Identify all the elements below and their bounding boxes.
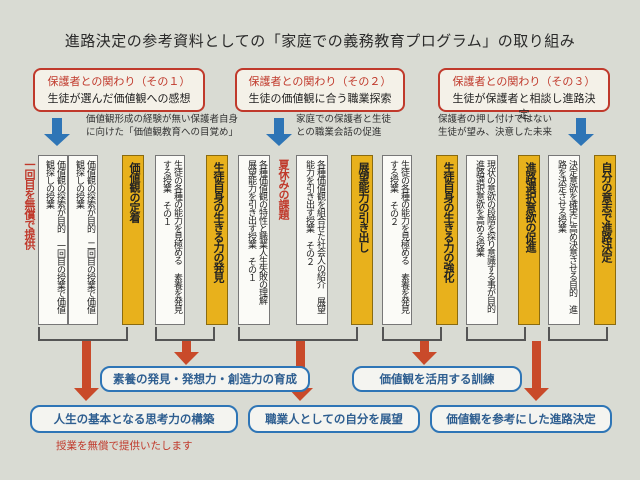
phase-2-desc-line: との職業会話の促進 — [296, 127, 382, 138]
down-arrow-icon — [568, 118, 594, 146]
result-values-training: 価値観を活用する訓練 — [352, 366, 522, 392]
phase-2-description: 家庭での保護者と生徒 との職業会話の促進 — [296, 113, 391, 139]
phase-1-subtitle: 生徒が選んだ価値観への感想 — [47, 92, 191, 105]
phase-2-subtitle: 生徒の価値観に合う職業探索 — [248, 92, 392, 105]
down-arrow-icon — [44, 118, 70, 146]
phase-1-description: 価値観形成の経験が無い保護者自身 に向けた「価値観教育への目覚め」 — [86, 113, 238, 139]
phase-2-title: 保護者との関わり（その２） — [248, 75, 392, 88]
phase-3-desc-line: 生徒が望み、決意した未来 — [438, 127, 553, 138]
phase-3-description: 保護者の押し付けではない 生徒が望み、決意した未来 — [438, 113, 552, 139]
column-goal: 自分の意志で進路決定 — [594, 155, 616, 325]
phase-2-desc-line: 家庭での保護者と生徒 — [296, 114, 392, 125]
column-lesson: 各種価値観の特性と職業人生失敗の理解 展望能力を引き出す授業 その１ — [238, 155, 270, 325]
column-lesson: 生徒の各種の能力を見極める 素養を発見する授業 その１ — [155, 155, 185, 325]
phase-3-desc-line: 保護者の押し付けではない — [438, 114, 553, 125]
column-lesson: 価値観の探索が目的 一回目の授業で価値観探しの授業 — [38, 155, 68, 325]
down-arrow-icon — [412, 341, 437, 365]
phase-1-title: 保護者との関わり（その１） — [47, 75, 191, 88]
page-title: 進路決定の参考資料としての「家庭での義務教育プログラム」の取り組み — [64, 32, 576, 50]
column-lesson: 決定意欲を確実に高め決意させる目的 進路を決定させる授業 — [548, 155, 580, 325]
down-arrow-icon — [174, 341, 199, 365]
column-goal: 価値観の定着 — [122, 155, 144, 325]
column-lesson: 現状の意欲の段階を探り意識する事が目的 進路選択意欲を高める授業 — [466, 155, 498, 325]
column-goal: 生徒自身の生きる力の発見 — [206, 155, 228, 325]
column-free-first: 一回目を無償で提供 — [23, 159, 36, 249]
down-arrow-icon — [524, 341, 549, 401]
group-brace — [238, 327, 358, 341]
column-goal: 展望能力の引き出し — [351, 155, 373, 325]
group-brace — [548, 327, 608, 341]
result-career-decision: 価値観を参考にした進路決定 — [430, 405, 612, 433]
column-summer-task: 夏休みの課題 — [277, 159, 290, 219]
phase-1-desc-line: 価値観形成の経験が無い保護者自身 — [86, 114, 239, 125]
group-brace — [155, 327, 215, 341]
column-lesson: 価値観の探索が目的 二回目の授業で価値観探しの授業 — [68, 155, 98, 325]
group-brace — [382, 327, 442, 341]
free-offer-note: 授業を無償で提供いたします — [56, 440, 193, 452]
result-creativity: 素養の発見・発想力・創造力の育成 — [100, 366, 310, 392]
column-lesson: 生徒の各種の能力を見極める 素養を発見する授業 その２ — [382, 155, 412, 325]
result-career-outlook: 職業人としての自分を展望 — [248, 405, 420, 433]
column-lesson: 各種価値観を組合せた社会人の紹介 展望能力を引き出す授業 その２ — [296, 155, 328, 325]
result-thinking-foundation: 人生の基本となる思考力の構築 — [30, 405, 238, 433]
phase-box-1: 保護者との関わり（その１） 生徒が選んだ価値観への感想 — [33, 68, 205, 112]
phase-3-title: 保護者との関わり（その３） — [452, 75, 596, 88]
column-goal: 生徒自身の生きる力の強化 — [436, 155, 458, 325]
column-goal: 進路選択意欲の促進 — [518, 155, 540, 325]
down-arrow-icon — [266, 118, 292, 146]
phase-box-3: 保護者との関わり（その３） 生徒が保護者と相談し進路決定 — [438, 68, 610, 121]
phase-1-desc-line: に向けた「価値観教育への目覚め」 — [86, 127, 239, 138]
phase-box-2: 保護者との関わり（その２） 生徒の価値観に合う職業探索 — [235, 68, 405, 112]
group-brace — [38, 327, 128, 341]
down-arrow-icon — [74, 341, 99, 401]
group-brace — [466, 327, 526, 341]
phase-3-subtitle: 生徒が保護者と相談し進路決定 — [452, 92, 596, 121]
